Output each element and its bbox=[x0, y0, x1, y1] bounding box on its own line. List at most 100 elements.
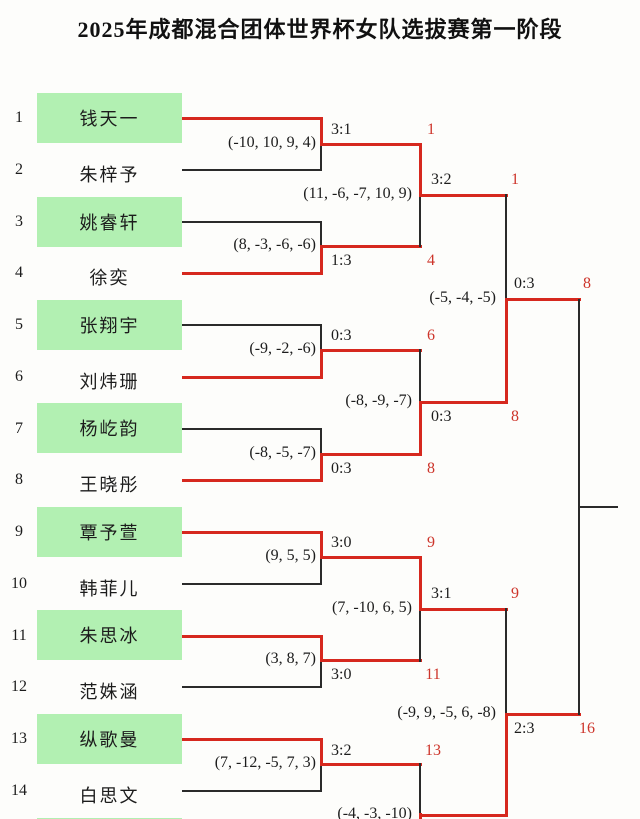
player-box-5: 张翔宇 bbox=[37, 300, 182, 350]
player-seed-13: 13 bbox=[11, 730, 27, 747]
player-seed-1: 1 bbox=[15, 109, 23, 126]
r2-a-out-line bbox=[419, 194, 508, 197]
r3-a-score: 0:3 bbox=[514, 275, 535, 292]
r1-m5-loser-connector bbox=[320, 557, 322, 585]
r2-d-loser-connector bbox=[419, 763, 421, 815]
tournament-title: 2025年成都混合团体世界杯女队选拔赛第一阶段 bbox=[77, 17, 563, 42]
r2-a-winner-connector bbox=[419, 143, 422, 197]
player-line-7 bbox=[182, 428, 322, 430]
player-seed-2: 2 bbox=[15, 161, 23, 178]
player-name-14: 白思文 bbox=[79, 786, 140, 806]
r1-m5-out-line bbox=[320, 556, 422, 559]
r1-m6-winner-connector bbox=[320, 635, 323, 662]
r3-a-games: (-5, -4, -5) bbox=[429, 289, 496, 306]
r2-b-winner-seed: 8 bbox=[511, 408, 519, 425]
r2-c-score: 3:1 bbox=[431, 585, 452, 602]
r1-m7-winner-connector bbox=[320, 738, 323, 766]
player-seed-5: 5 bbox=[15, 316, 23, 333]
r1-m2-winner-seed: 4 bbox=[427, 252, 435, 269]
r2-d-out-line bbox=[419, 814, 508, 817]
final-out-line bbox=[578, 506, 618, 508]
r2-b-games: (-8, -9, -7) bbox=[345, 392, 412, 409]
r1-m1-winner-connector bbox=[320, 117, 323, 146]
player-line-12 bbox=[182, 686, 322, 688]
player-seed-4: 4 bbox=[15, 264, 23, 281]
player-line-2 bbox=[182, 169, 322, 171]
player-line-14 bbox=[182, 790, 322, 792]
r1-m5-score: 3:0 bbox=[331, 534, 352, 551]
r1-m3-loser-connector bbox=[320, 324, 322, 352]
r3-b-score: 2:3 bbox=[514, 720, 535, 737]
r1-m7-score: 3:2 bbox=[331, 742, 352, 759]
r1-m3-out-line bbox=[320, 349, 422, 352]
player-line-4 bbox=[182, 272, 322, 275]
r1-m3-winner-connector bbox=[320, 350, 323, 379]
r2-c-loser-connector bbox=[419, 608, 421, 662]
player-name-5: 张翔宇 bbox=[79, 316, 140, 336]
r2-c-winner-connector bbox=[419, 556, 422, 611]
player-seed-6: 6 bbox=[15, 368, 23, 385]
r2-b-loser-connector bbox=[419, 349, 421, 402]
r1-m2-loser-connector bbox=[320, 221, 322, 248]
player-seed-7: 7 bbox=[15, 420, 23, 437]
r2-a-loser-connector bbox=[419, 194, 421, 247]
player-name-7: 杨屹韵 bbox=[79, 419, 140, 439]
player-box-9: 覃予萱 bbox=[37, 507, 182, 557]
player-box-11: 朱思冰 bbox=[37, 610, 182, 660]
player-seed-3: 3 bbox=[15, 213, 23, 230]
player-name-10: 韩菲儿 bbox=[79, 579, 140, 599]
r2-c-winner-seed: 9 bbox=[511, 585, 519, 602]
player-name-2: 朱梓予 bbox=[79, 165, 140, 185]
r2-b-score: 0:3 bbox=[431, 408, 452, 425]
r1-m4-loser-connector bbox=[320, 428, 322, 456]
player-box-7: 杨屹韵 bbox=[37, 403, 182, 453]
player-line-5 bbox=[182, 324, 322, 326]
r1-m7-games: (7, -12, -5, 7, 3) bbox=[214, 754, 316, 771]
r1-m3-score: 0:3 bbox=[331, 327, 352, 344]
r2-b-out-line bbox=[419, 401, 508, 404]
r1-m6-out-line bbox=[320, 659, 422, 662]
player-name-13: 纵歌曼 bbox=[79, 730, 140, 750]
r1-m2-games: (8, -3, -6, -6) bbox=[233, 236, 316, 253]
r2-c-games: (7, -10, 6, 5) bbox=[332, 599, 412, 616]
player-name-6: 刘炜珊 bbox=[79, 372, 140, 392]
r1-m4-winner-connector bbox=[320, 453, 323, 482]
player-line-11 bbox=[182, 635, 322, 638]
player-line-10 bbox=[182, 583, 322, 585]
r2-c-out-line bbox=[419, 608, 508, 611]
player-line-8 bbox=[182, 479, 322, 482]
player-box-13: 纵歌曼 bbox=[37, 714, 182, 764]
r3-b-loser-connector bbox=[505, 608, 507, 715]
player-name-4: 徐奕 bbox=[89, 268, 130, 288]
r1-m1-score: 3:1 bbox=[331, 121, 352, 138]
r1-m1-loser-connector bbox=[320, 144, 322, 171]
r1-m4-winner-seed: 8 bbox=[427, 460, 435, 477]
r1-m1-games: (-10, 10, 9, 4) bbox=[228, 134, 316, 151]
r2-a-games: (11, -6, -7, 10, 9) bbox=[303, 185, 412, 202]
r2-a-score: 3:2 bbox=[431, 171, 452, 188]
player-line-13 bbox=[182, 738, 322, 741]
r1-m4-score: 0:3 bbox=[331, 460, 352, 477]
player-line-3 bbox=[182, 221, 322, 223]
r1-m3-games: (-9, -2, -6) bbox=[249, 340, 316, 357]
r2-d-games: (-4, -3, -10) bbox=[337, 805, 412, 819]
r1-m5-games: (9, 5, 5) bbox=[265, 547, 316, 564]
player-box-3: 姚睿轩 bbox=[37, 197, 182, 247]
r3-a-winner-connector bbox=[505, 298, 508, 404]
r1-m6-score: 3:0 bbox=[331, 666, 352, 683]
player-line-6 bbox=[182, 376, 322, 379]
r1-m5-winner-seed: 9 bbox=[427, 534, 435, 551]
player-name-8: 王晓彤 bbox=[79, 475, 140, 495]
player-line-9 bbox=[182, 531, 322, 534]
r1-m4-games: (-8, -5, -7) bbox=[249, 444, 316, 461]
r3-b-out-line bbox=[505, 713, 581, 716]
r3-a-winner-seed: 8 bbox=[583, 275, 591, 292]
r2-a-winner-seed: 1 bbox=[511, 171, 519, 188]
r3-b-games: (-9, 9, -5, 6, -8) bbox=[397, 704, 496, 721]
r1-m4-out-line bbox=[320, 453, 422, 456]
player-line-1 bbox=[182, 117, 322, 120]
r1-m5-winner-connector bbox=[320, 531, 323, 559]
r1-m7-loser-connector bbox=[320, 764, 322, 792]
r3-b-winner-connector bbox=[505, 713, 508, 817]
